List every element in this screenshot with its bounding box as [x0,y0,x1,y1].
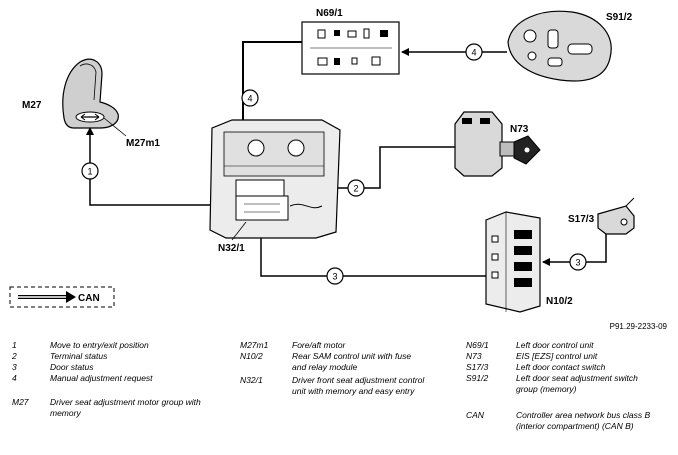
label-n73: N73 [510,124,529,135]
legend-code: S17/3 [466,362,489,372]
legend-text: Driver front seat adjustment control uni… [292,375,425,396]
callout-2: 2 [347,179,365,197]
svg-text:1: 1 [87,167,92,177]
n69-1-door-control-unit [301,21,400,75]
label-n32-1: N32/1 [218,243,245,254]
legend-code: N73 [466,351,482,361]
legend-text: EIS [EZS] control unit [516,351,598,361]
legend-text: Manual adjustment request [50,373,153,383]
callout-4-left: 4 [241,89,259,107]
legend-code: 1 [12,340,17,350]
callout-3-right: 3 [569,253,587,271]
legend-code: CAN [466,410,484,420]
callout-4-top: 4 [465,43,483,61]
label-n69-1: N69/1 [316,8,343,19]
legend: 1 Move to entry/exit position 2 Terminal… [0,338,678,455]
svg-text:2: 2 [353,184,358,194]
label-m27m1: M27m1 [126,138,160,149]
legend-text: Move to entry/exit position [50,340,149,350]
legend-code: N69/1 [466,340,489,350]
legend-text: Left door control unit [516,340,594,350]
label-can: CAN [78,293,100,304]
s91-2-seat-switch-group [507,10,612,82]
wiring-diagram: 4 4 1 2 3 3 N69/1 [9,8,668,331]
legend-code: 4 [12,373,17,383]
n10-2-rear-sam-unit [485,211,541,313]
legend-text: Controller area network bus class B (int… [516,410,651,431]
callout-1: 1 [81,162,99,180]
svg-text:3: 3 [575,258,580,268]
legend-code: N32/1 [240,375,263,385]
n32-1-seat-control-unit [209,119,341,241]
figure-reference: P91.29-2233-09 [610,322,668,331]
legend-text: Rear SAM control unit with fuse and rela… [292,351,412,372]
legend-code: 2 [12,351,17,361]
legend-text: Left door seat adjustment switch group (… [516,373,638,394]
signal-line-3-n10-n32 [257,227,486,277]
legend-text: Door status [50,362,94,372]
m27-seat-motor-group [62,58,127,137]
svg-text:3: 3 [332,272,337,282]
label-n10-2: N10/2 [546,296,573,307]
label-s17-3: S17/3 [568,214,595,225]
legend-code: 3 [12,362,17,372]
legend-code: M27m1 [240,340,269,350]
legend-code: S91/2 [466,373,489,383]
label-s91-2: S91/2 [606,12,633,23]
legend-text: Driver seat adjustment motor group with … [50,397,201,418]
legend-code: N10/2 [240,351,263,361]
svg-text:4: 4 [471,48,476,58]
legend-code: M27 [12,397,29,407]
n73-eis-control-unit [454,111,541,177]
callout-3-bottom: 3 [326,267,344,285]
legend-text: Fore/aft motor [292,340,346,350]
svg-text:4: 4 [247,94,252,104]
label-m27: M27 [22,100,42,111]
s17-3-door-contact-switch [597,197,635,235]
legend-text: Left door contact switch [516,362,606,372]
signal-line-1-n32-m27 [86,127,237,206]
legend-text: Terminal status [50,351,108,361]
can-legend-box: CAN [9,286,115,308]
signal-line-3-s17-n10 [542,232,607,266]
